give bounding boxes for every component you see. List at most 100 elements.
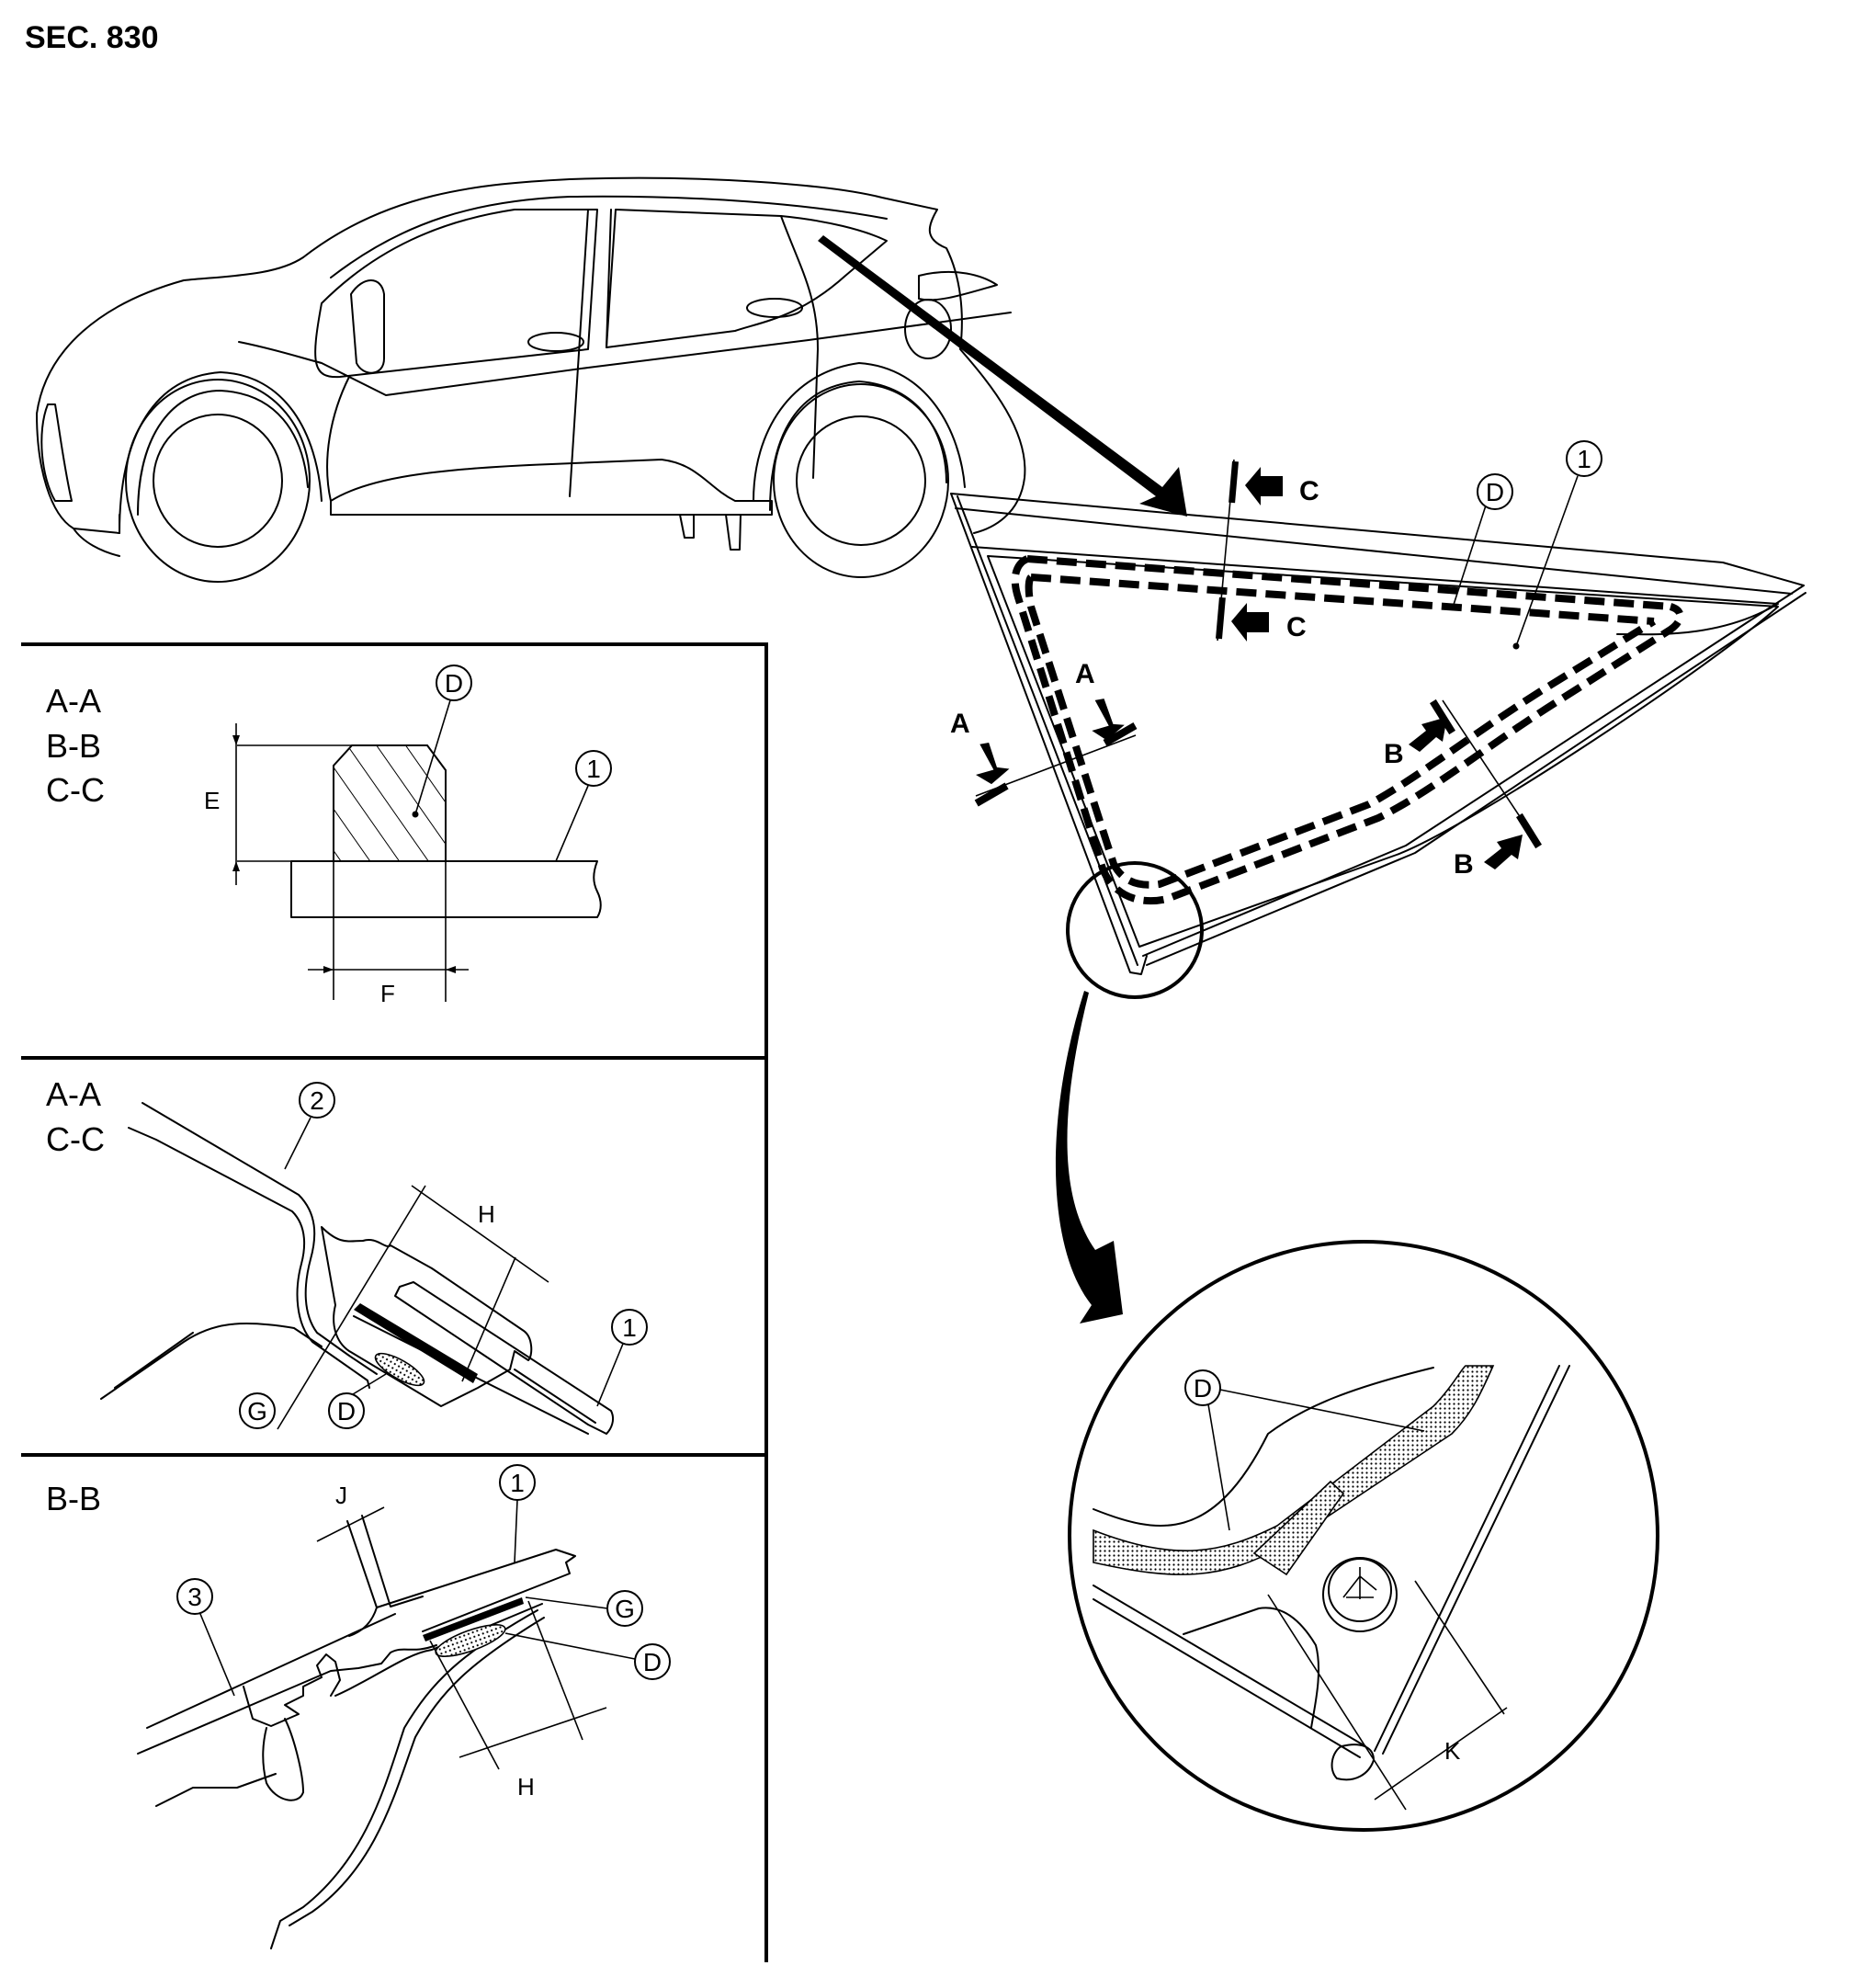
panel-1-title-aa: A-A	[46, 682, 101, 720]
section-a-right-arrow	[1092, 699, 1125, 741]
panel-2-callout-2-circle	[299, 1082, 335, 1119]
callout-d-label: D	[1486, 478, 1504, 506]
section-b-top-arrow	[1409, 717, 1447, 752]
detail-body-curve	[1093, 1367, 1434, 1527]
panel-2-molding	[321, 1226, 533, 1407]
front-door-edge	[326, 376, 350, 502]
front-rim	[153, 414, 283, 548]
callout-1-label: 1	[1577, 445, 1591, 473]
section-a-right-bar	[1103, 722, 1138, 746]
panel-3-leader-1	[514, 1499, 518, 1563]
adhesive-bead-inner	[1025, 574, 1657, 889]
panel-1-f-arrow-right	[446, 966, 456, 973]
panel-3-leader-3	[199, 1613, 235, 1697]
panel-1-callout-1-label: 1	[586, 755, 601, 783]
headlight	[40, 403, 73, 502]
panel-3-callout-1-label: 1	[510, 1469, 525, 1497]
panel-3-section-bb: B-B J H 1 3 G D	[46, 1464, 671, 1949]
section-c-bottom-label: C	[1286, 612, 1307, 642]
section-a-left-bar	[974, 782, 1009, 807]
panel-2-callout-1-label: 1	[622, 1313, 637, 1342]
window-molding-left	[950, 493, 1148, 975]
section-b-bottom-arrow	[1484, 835, 1523, 869]
section-c-top-bar	[1229, 460, 1239, 504]
section-c-top-label: C	[1299, 476, 1319, 506]
enlarged-corner-detail: K D	[1068, 1240, 1659, 1832]
panel-3-clip	[243, 1653, 341, 1801]
window-molding-left-inner	[957, 495, 1138, 966]
panel-2-adhesive-d	[374, 1352, 425, 1387]
panel-2-body-lower	[100, 1323, 323, 1400]
panel-2-leader-2	[284, 1117, 311, 1170]
section-c-top-arrow	[1245, 467, 1283, 506]
panel-2-callout-d-label: D	[337, 1397, 356, 1426]
panel-1-f-arrow-left	[323, 966, 334, 973]
rocker-panel	[330, 459, 773, 516]
rear-door-edge	[780, 215, 819, 479]
b-pillar	[569, 209, 612, 497]
panel-3-trim-post	[346, 1515, 424, 1637]
front-wheel-arch-inner	[137, 390, 309, 516]
curved-arrow-to-detail	[1055, 991, 1123, 1323]
section-number: SEC. 830	[25, 20, 159, 55]
detail-clip-glyph	[1342, 1567, 1377, 1599]
panel-2-leader-1	[596, 1343, 624, 1407]
panel-3-h-dimension-line	[459, 1707, 607, 1758]
panel-1-title-bb: B-B	[46, 727, 101, 765]
detail-glass-edge-1	[1093, 1585, 1366, 1758]
panel-3-title-bb: B-B	[46, 1480, 101, 1517]
detail-clip-inner	[1328, 1558, 1392, 1622]
panel-3-h-ext-2	[527, 1600, 583, 1741]
section-a-left-label: A	[950, 709, 970, 739]
leader-window-d	[1451, 505, 1487, 611]
window-glass-top	[971, 546, 1779, 636]
section-b-top-bar	[1430, 699, 1455, 735]
panel-3-h-ext-1	[429, 1640, 500, 1770]
section-b-bottom-bar	[1516, 812, 1542, 849]
belt-line	[238, 312, 1012, 396]
adhesive-bead-top-inner	[1030, 574, 1655, 625]
detail-leader-d-1	[1219, 1389, 1425, 1432]
panel-1-bead-section	[333, 744, 447, 862]
panel-1-callout-d-circle	[436, 665, 472, 701]
panel-1-bead-profile: A-A B-B C-C E F D 1	[46, 665, 612, 1007]
panel-3-h-label: H	[517, 1773, 535, 1801]
panel-3-callout-g-label: G	[615, 1595, 635, 1623]
panel-3-callout-d-label: D	[643, 1648, 662, 1676]
panel-2-leader-d	[352, 1373, 387, 1395]
panel-3-adhesive-d	[435, 1624, 506, 1657]
section-a-left-arrow	[976, 742, 1010, 785]
panel-1-leader-1	[555, 785, 589, 862]
panel-3-spacer-g	[423, 1597, 524, 1642]
panel-3-outer-panel	[137, 1613, 437, 1755]
window-molding-bottom	[1142, 585, 1805, 957]
panel-1-title-cc: C-C	[46, 771, 105, 809]
detail-k-dimension-line	[1374, 1707, 1508, 1801]
car-roof-inner	[330, 195, 888, 278]
panel-3-callout-3-label: 3	[187, 1583, 202, 1611]
vehicle-side-view	[36, 176, 1187, 583]
window-molding-bottom-inner	[1146, 592, 1806, 966]
rear-door-handle	[746, 298, 803, 318]
panel-1-e-arrow-bottom	[232, 861, 240, 871]
side-mirror	[350, 279, 385, 374]
panel-2-section-aa-cc: A-A C-C H 2 1 G D	[46, 1075, 648, 1435]
front-tire	[125, 379, 311, 583]
panel-2-spacer-g	[354, 1303, 478, 1383]
panel-2-glass	[394, 1281, 615, 1435]
quarter-window-view: C C A A B B D 1	[950, 440, 1806, 1323]
detail-spacer	[1183, 1607, 1320, 1729]
callout-circle-d	[1477, 473, 1513, 510]
panel-3-callout-d-circle	[634, 1643, 671, 1680]
window-molding-top	[950, 493, 1805, 586]
detail-circle-frame	[1068, 1240, 1659, 1832]
panel-1-f-label: F	[380, 980, 395, 1007]
callout-circle-1	[1566, 440, 1602, 477]
leader-window-1	[1515, 475, 1579, 647]
panel-1-callout-1-circle	[575, 750, 612, 787]
panel-2-callout-1-circle	[611, 1309, 648, 1346]
detail-leader-d-2	[1207, 1403, 1230, 1531]
panel-2-callout-g-label: G	[247, 1397, 267, 1426]
panel-1-leader-d-dot	[412, 811, 419, 818]
detail-k-extension-1	[1267, 1594, 1407, 1811]
